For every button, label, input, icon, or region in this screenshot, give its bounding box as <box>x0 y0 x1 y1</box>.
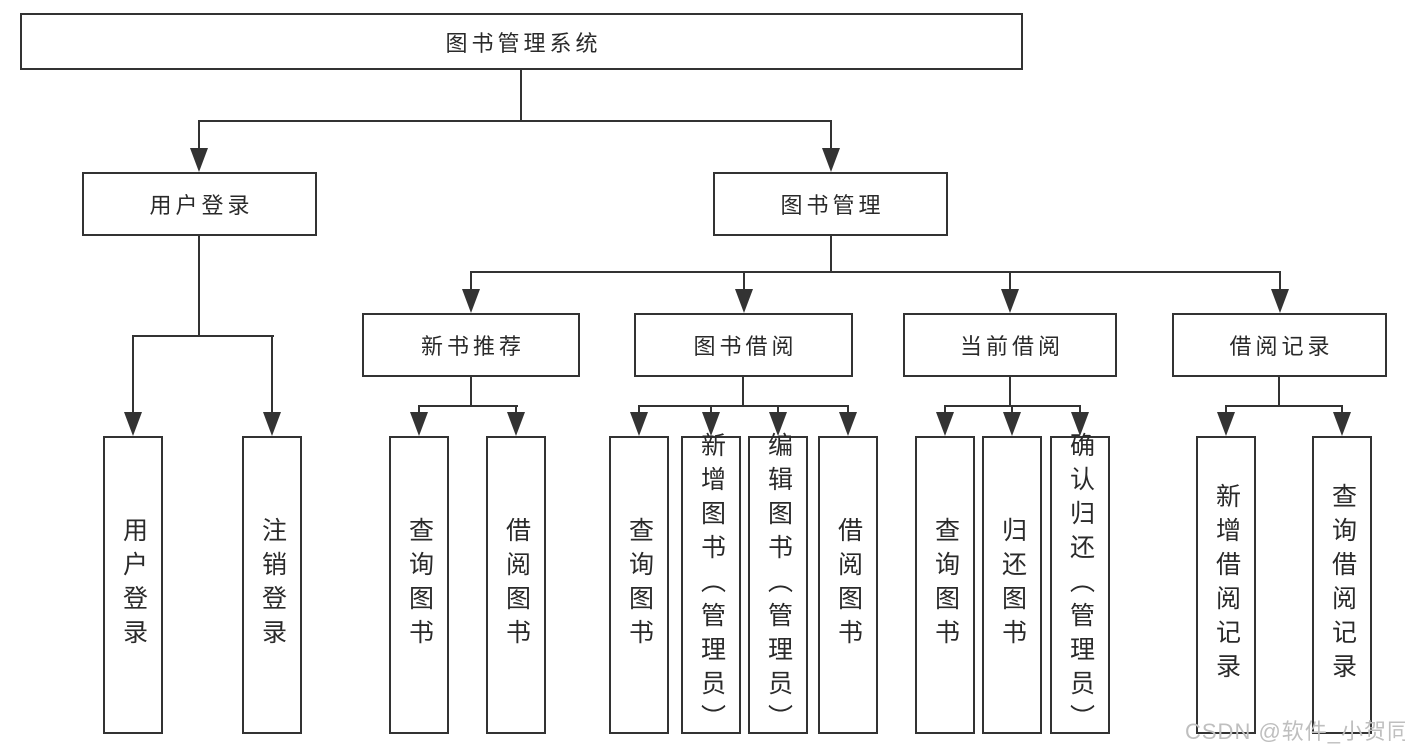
connector-root-drop <box>830 120 832 150</box>
arrow-down-icon <box>190 148 208 172</box>
node-label: 图书管理 <box>780 193 885 218</box>
connector-mgmt-drop <box>743 271 745 291</box>
leaf-label: 编辑图书（管理员） <box>764 432 793 738</box>
node-book-management: 图书管理 <box>713 172 948 236</box>
leaf-label: 归还图书 <box>998 517 1027 653</box>
node-book-borrow: 图书借阅 <box>634 313 853 377</box>
node-label: 新书推荐 <box>420 334 525 359</box>
connector-current-drop <box>1079 405 1081 413</box>
leaf-query-borrow-record: 查询借阅记录 <box>1312 436 1372 734</box>
arrow-down-icon <box>702 412 720 436</box>
node-label: 图书管理系统 <box>445 30 602 56</box>
connector-login-stem <box>198 236 200 337</box>
connector-borrow-drop <box>638 405 640 413</box>
connector-root-drop <box>198 120 200 150</box>
node-new-book-recommend: 新书推荐 <box>362 313 580 377</box>
connector-mgmt-drop <box>470 271 472 291</box>
leaf-borrow-books: 借阅图书 <box>486 436 546 734</box>
arrow-down-icon <box>735 289 753 313</box>
leaf-label: 注销登录 <box>258 517 287 653</box>
arrow-down-icon <box>1003 412 1021 436</box>
connector-records-drop <box>1341 405 1343 413</box>
leaf-logout: 注销登录 <box>242 436 302 734</box>
arrow-down-icon <box>822 148 840 172</box>
leaf-add-books-admin: 新增图书（管理员） <box>681 432 741 738</box>
node-label: 借阅记录 <box>1229 334 1334 359</box>
leaf-borrow-books: 借阅图书 <box>818 436 878 734</box>
leaf-confirm-return-admin: 确认归还（管理员） <box>1050 432 1110 738</box>
leaf-add-borrow-record: 新增借阅记录 <box>1196 436 1256 734</box>
connector-mgmt-bar <box>470 271 1281 273</box>
leaf-edit-books-admin: 编辑图书（管理员） <box>748 432 808 738</box>
arrow-down-icon <box>839 412 857 436</box>
csdn-watermark: CSDN @软件_小贺同学 <box>1185 719 1405 744</box>
node-borrow-records: 借阅记录 <box>1172 313 1387 377</box>
connector-borrow-stem <box>742 377 744 407</box>
connector-records-stem <box>1278 377 1280 407</box>
connector-borrow-bar <box>638 405 849 407</box>
arrow-down-icon <box>263 412 281 436</box>
connector-login-drop <box>271 335 273 414</box>
leaf-label: 新增借阅记录 <box>1212 483 1241 687</box>
arrow-down-icon <box>1071 412 1089 436</box>
connector-login-bar <box>132 335 274 337</box>
arrow-down-icon <box>410 412 428 436</box>
leaf-label: 查询图书 <box>625 517 654 653</box>
connector-records-bar <box>1225 405 1343 407</box>
leaf-query-books: 查询图书 <box>609 436 669 734</box>
connector-root-bar <box>198 120 832 122</box>
arrow-down-icon <box>769 412 787 436</box>
leaf-label: 借阅图书 <box>834 517 863 653</box>
connector-mgmt-stem <box>830 236 832 273</box>
node-user-login: 用户登录 <box>82 172 317 236</box>
arrow-down-icon <box>1001 289 1019 313</box>
arrow-down-icon <box>630 412 648 436</box>
arrow-down-icon <box>462 289 480 313</box>
node-label: 图书借阅 <box>693 334 798 359</box>
arrow-down-icon <box>124 412 142 436</box>
arrow-down-icon <box>507 412 525 436</box>
leaf-label: 新增图书（管理员） <box>697 432 726 738</box>
node-label: 当前借阅 <box>959 334 1064 359</box>
leaf-label: 查询借阅记录 <box>1328 483 1357 687</box>
leaf-return-books: 归还图书 <box>982 436 1042 734</box>
arrow-down-icon <box>1333 412 1351 436</box>
arrow-down-icon <box>936 412 954 436</box>
connector-recommend-drop <box>418 405 420 413</box>
leaf-user-login: 用户登录 <box>103 436 163 734</box>
connector-mgmt-drop <box>1009 271 1011 291</box>
connector-recommend-stem <box>470 377 472 407</box>
arrow-down-icon <box>1217 412 1235 436</box>
connector-records-drop <box>1225 405 1227 413</box>
leaf-label: 查询图书 <box>405 517 434 653</box>
connector-recommend-drop <box>515 405 517 413</box>
leaf-query-books: 查询图书 <box>389 436 449 734</box>
connector-mgmt-drop <box>1279 271 1281 291</box>
connector-current-stem <box>1009 377 1011 407</box>
node-current-borrow: 当前借阅 <box>903 313 1117 377</box>
arrow-down-icon <box>1271 289 1289 313</box>
connector-recommend-bar <box>418 405 518 407</box>
node-library-system: 图书管理系统 <box>20 13 1023 70</box>
connector-borrow-drop <box>777 405 779 413</box>
connector-current-drop <box>944 405 946 413</box>
leaf-label: 确认归还（管理员） <box>1066 432 1095 738</box>
connector-current-drop <box>1011 405 1013 413</box>
leaf-query-books: 查询图书 <box>915 436 975 734</box>
leaf-label: 查询图书 <box>931 517 960 653</box>
leaf-label: 借阅图书 <box>502 517 531 653</box>
leaf-label: 用户登录 <box>119 517 148 653</box>
connector-login-drop <box>132 335 134 414</box>
node-label: 用户登录 <box>149 193 254 218</box>
connector-root-stem <box>520 70 522 121</box>
connector-borrow-drop <box>710 405 712 413</box>
connector-borrow-drop <box>847 405 849 413</box>
